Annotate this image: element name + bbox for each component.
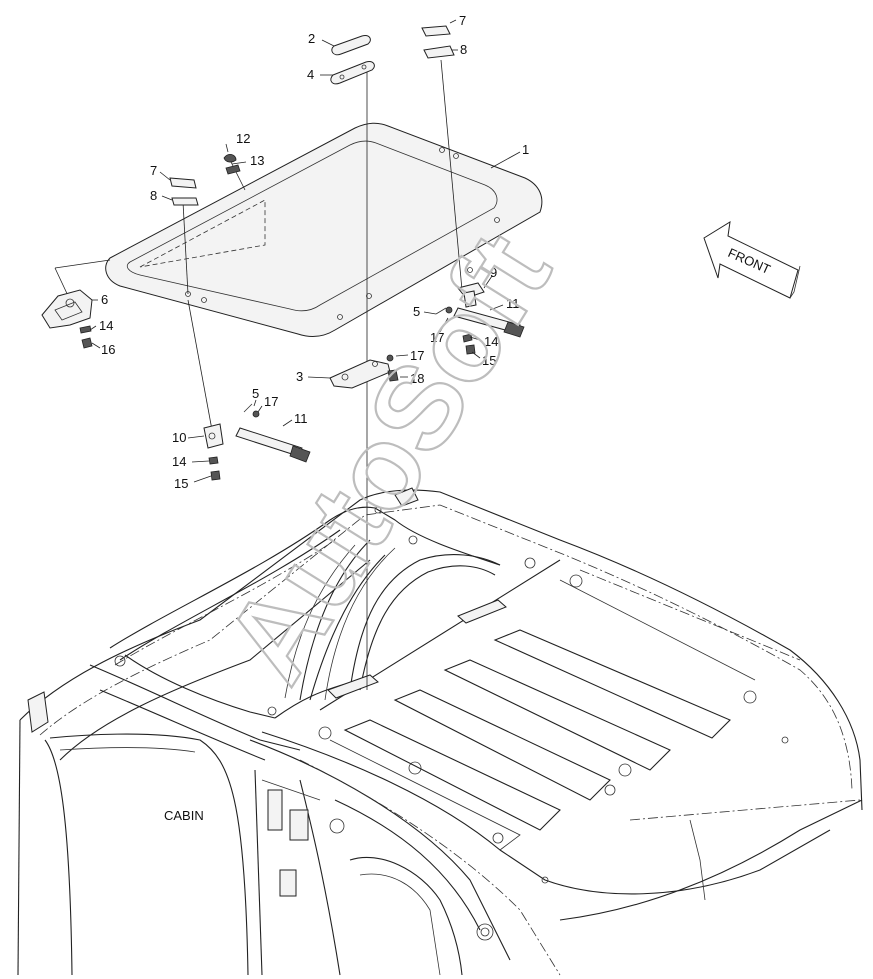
callout-3: 3 — [296, 369, 303, 384]
callout-10: 10 — [172, 430, 186, 445]
callout-6: 6 — [101, 292, 108, 307]
callout-17-left: 17 — [264, 394, 278, 409]
cabin-body — [17, 487, 863, 976]
callout-labels: 1 2 3 4 5 5 6 7 7 8 8 9 10 11 11 12 13 1… — [99, 13, 529, 491]
callout-9: 9 — [490, 265, 497, 280]
callout-12: 12 — [236, 131, 250, 146]
callout-14-left-bottom: 14 — [172, 454, 186, 469]
callout-15-right: 15 — [482, 353, 496, 368]
callout-14-right: 14 — [484, 334, 498, 349]
callout-18: 18 — [410, 371, 424, 386]
callout-13: 13 — [250, 153, 264, 168]
callout-8-left: 8 — [150, 188, 157, 203]
callout-11-left: 11 — [294, 411, 308, 426]
callout-17-right-b: 17 — [410, 348, 424, 363]
callout-16: 16 — [101, 342, 115, 357]
callout-7-left: 7 — [150, 163, 157, 178]
callout-17-right-a: 17 — [430, 330, 444, 345]
plate-4 — [330, 61, 375, 85]
callout-14-left-top: 14 — [99, 318, 113, 333]
cover-pad-2 — [331, 35, 371, 56]
callout-1: 1 — [522, 142, 529, 157]
cabin-label: CABIN — [164, 808, 204, 823]
roof-hatch-window — [105, 122, 543, 338]
parts — [41, 25, 525, 481]
callout-8-top: 8 — [460, 42, 467, 57]
callout-15-left: 15 — [174, 476, 188, 491]
bracket-10 — [203, 423, 224, 449]
callout-5-right: 5 — [413, 304, 420, 319]
callout-11-right: 11 — [506, 296, 520, 311]
front-direction-arrow: FRONT — [703, 221, 801, 299]
callout-4: 4 — [307, 67, 314, 82]
latch-handle-6 — [41, 289, 93, 329]
leader-lines — [89, 19, 521, 483]
callout-2: 2 — [308, 31, 315, 46]
callout-7-top: 7 — [459, 13, 466, 28]
front-arrow-icon — [703, 221, 799, 299]
callout-5-left: 5 — [252, 386, 259, 401]
